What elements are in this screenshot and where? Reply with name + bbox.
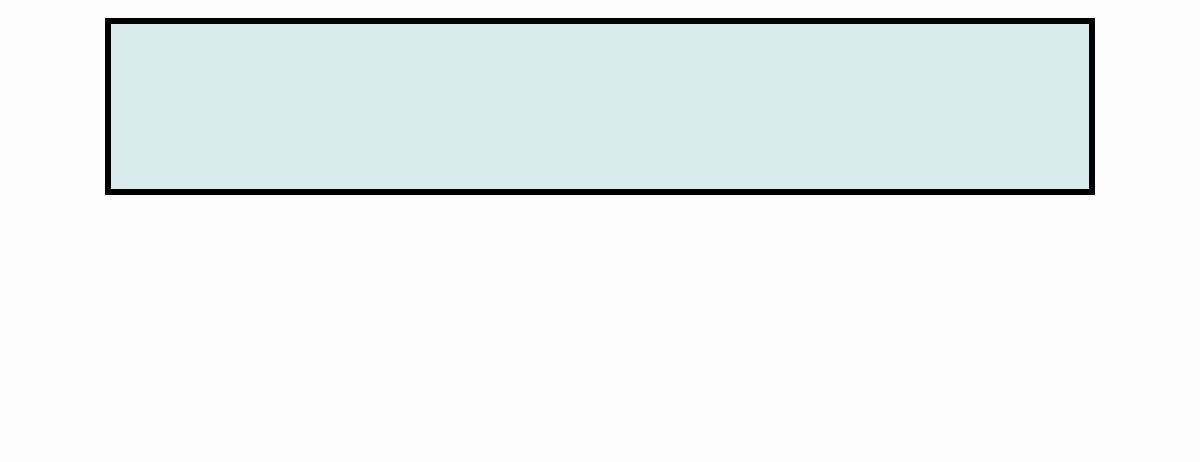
light-blue-panel: [105, 18, 1095, 195]
